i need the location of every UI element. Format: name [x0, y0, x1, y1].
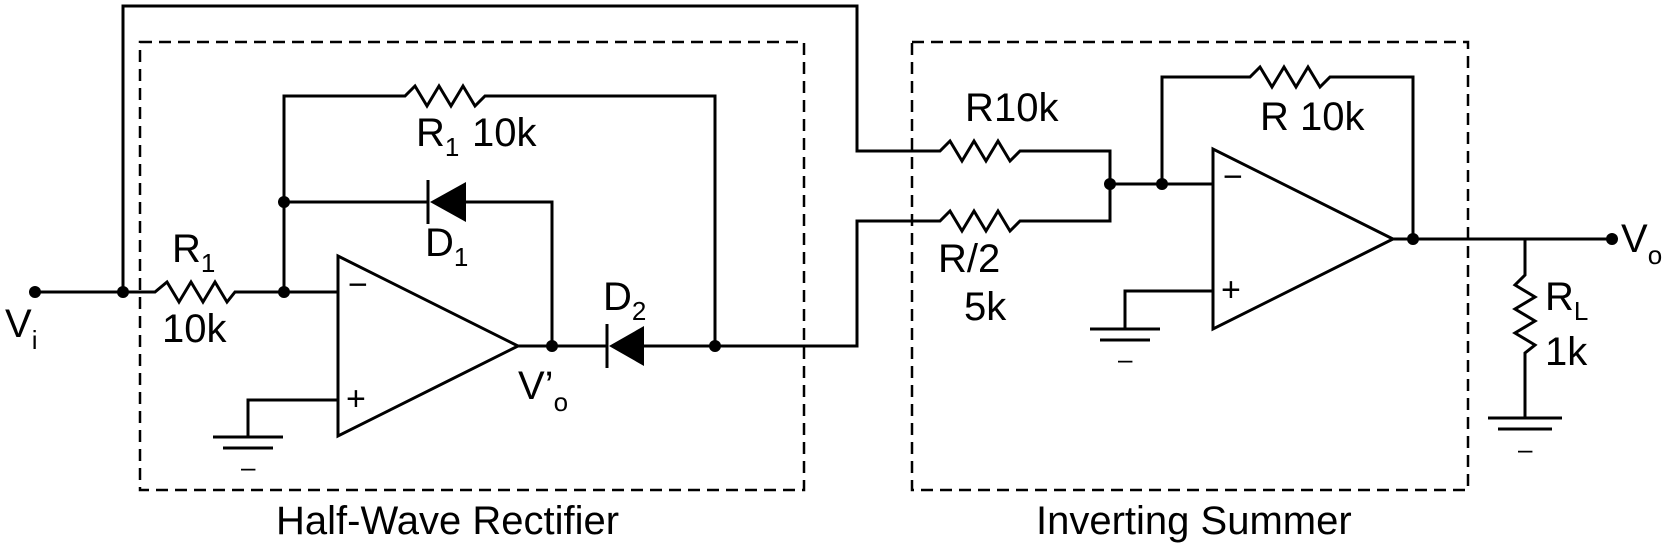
input-resistor-r1 [35, 279, 338, 305]
rl-value: 1k [1545, 330, 1588, 374]
r1-feedback-value: 10k [472, 111, 537, 155]
r-top-name: R [965, 86, 994, 130]
rectifier-plus-sign: + [346, 380, 366, 418]
r-feedback-name: R [1260, 95, 1289, 139]
r-half-name: R/2 [938, 237, 1000, 281]
junction-dot [117, 286, 129, 298]
feedback-resistor-r1 [282, 83, 717, 346]
rl-name: RL [1545, 275, 1588, 326]
diode-d2 [605, 324, 644, 368]
r1-input-value: 10k [162, 307, 227, 351]
summer-half-resistor [518, 182, 1213, 348]
vo-label: Vo [1621, 217, 1662, 270]
ground-mark: – [1118, 344, 1133, 374]
summer-feedback-resistor [1160, 64, 1415, 239]
r-feedback-value: 10k [1300, 95, 1365, 139]
ground-mark: – [1518, 434, 1533, 464]
d1-wire [284, 200, 554, 346]
summer-op-amp [1090, 146, 1397, 342]
junction-dot [1407, 233, 1419, 245]
rectifier-caption: Half-Wave Rectifier [276, 499, 619, 543]
diode-d1 [426, 180, 466, 224]
inverting-summer-box [910, 40, 1470, 492]
vi-label: Vi [5, 302, 37, 355]
d2-label: D2 [603, 275, 646, 326]
junction-dot [709, 340, 721, 352]
vo-terminal [1606, 233, 1618, 245]
summer-top-resistor [121, 4, 1112, 292]
summer-plus-sign: + [1221, 271, 1241, 309]
half-wave-rectifier-box [138, 40, 806, 492]
load-resistor-rl [1512, 239, 1538, 418]
rectifier-op-amp [213, 253, 522, 450]
ground-mark: – [241, 452, 256, 482]
d1-label: D1 [425, 221, 468, 272]
junction-dots [29, 178, 1618, 352]
junction-dot [278, 286, 290, 298]
vo-prime-label: V’o [518, 364, 568, 417]
summer-minus-sign: − [1223, 158, 1243, 196]
r-top-value: 10k [994, 86, 1059, 130]
output-ground [1488, 416, 1562, 431]
junction-dot [278, 196, 290, 208]
summer-caption: Inverting Summer [1036, 499, 1352, 543]
rectifier-minus-sign: − [348, 266, 368, 304]
junction-dot [1104, 178, 1116, 190]
r1-feedback-name: R1 [416, 111, 459, 162]
r1-input-name: R1 [172, 227, 215, 278]
junction-dot [546, 340, 558, 352]
vi-terminal [29, 286, 41, 298]
junction-dot [1156, 178, 1168, 190]
r-half-value: 5k [964, 285, 1007, 329]
